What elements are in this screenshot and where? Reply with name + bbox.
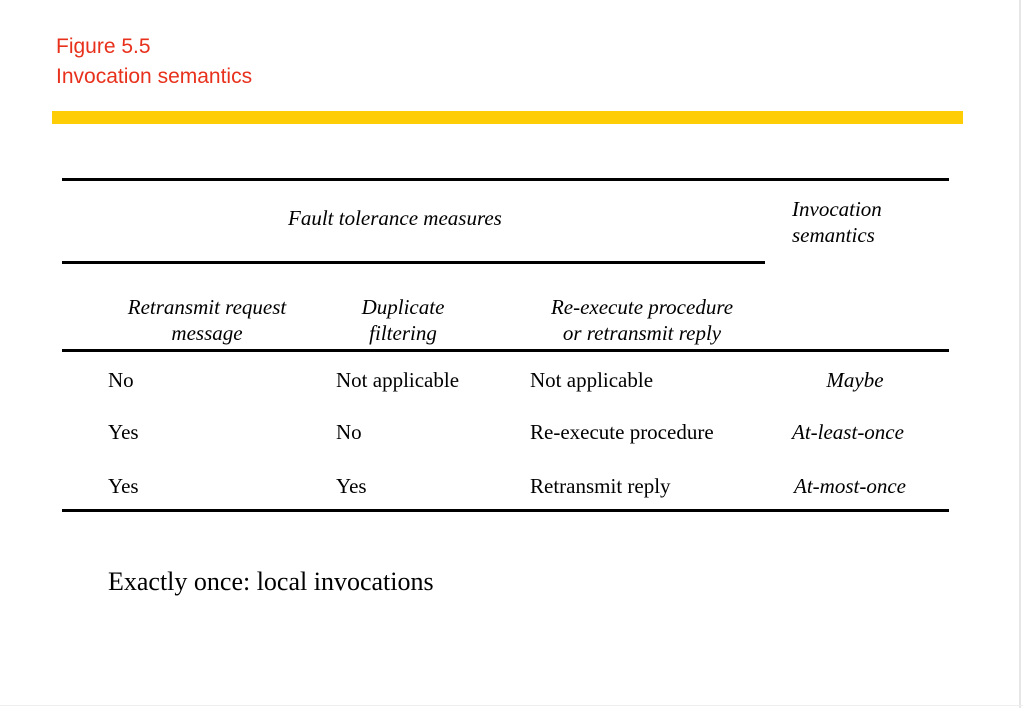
cell-row2-retransmit: Yes bbox=[108, 420, 139, 444]
page-bottom-border bbox=[0, 705, 1023, 706]
cell-row3-semantics: At-most-once bbox=[794, 474, 906, 498]
cell-row3-filtering: Yes bbox=[336, 474, 367, 498]
accent-bar bbox=[52, 111, 963, 124]
cell-row2-filtering: No bbox=[336, 420, 362, 444]
header-bottom-rule bbox=[62, 349, 949, 352]
header-invocation-semantics: Invocation semantics bbox=[792, 197, 882, 247]
footnote: Exactly once: local invocations bbox=[108, 567, 434, 596]
column-header-reexecute: Re-execute procedure or retransmit reply bbox=[550, 295, 734, 345]
figure-label: Figure 5.5 bbox=[56, 35, 151, 58]
cell-row2-semantics: At-least-once bbox=[792, 420, 904, 444]
cell-row2-reexecute: Re-execute procedure bbox=[530, 420, 714, 444]
figure-caption: Invocation semantics bbox=[56, 65, 253, 88]
table-top-rule bbox=[62, 178, 949, 181]
figure-title: Figure 5.5 Invocation semantics bbox=[56, 32, 252, 92]
column-header-filtering: Duplicate filtering bbox=[361, 295, 445, 345]
page-right-border bbox=[1019, 0, 1021, 708]
cell-row3-reexecute: Retransmit reply bbox=[530, 474, 671, 498]
group-header-rule bbox=[62, 261, 765, 264]
cell-row1-filtering: Not applicable bbox=[336, 368, 460, 392]
table-bottom-rule bbox=[62, 509, 949, 512]
cell-row1-retransmit: No bbox=[108, 368, 134, 392]
cell-row1-reexecute: Not applicable bbox=[530, 368, 654, 392]
cell-row3-retransmit: Yes bbox=[108, 474, 139, 498]
group-header-fault-tolerance: Fault tolerance measures bbox=[288, 206, 502, 230]
column-header-retransmit: Retransmit request message bbox=[127, 295, 287, 345]
cell-row1-semantics: Maybe bbox=[826, 368, 884, 392]
